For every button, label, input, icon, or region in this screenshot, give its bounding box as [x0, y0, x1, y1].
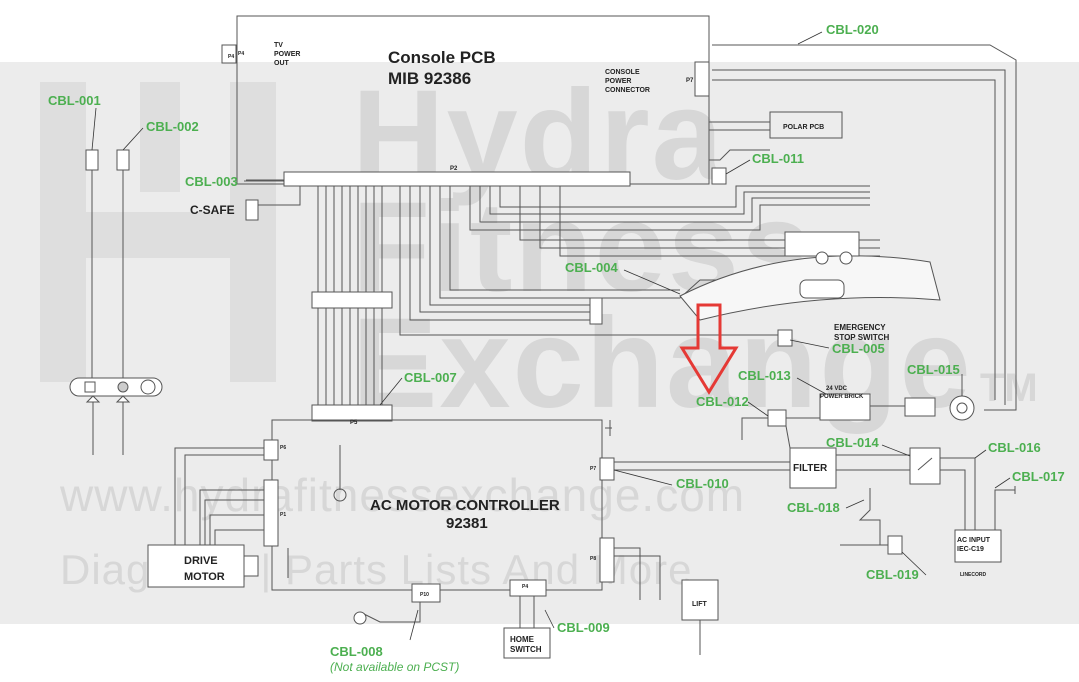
- cbl-001-label: CBL-001: [48, 93, 101, 108]
- svg-text:P7: P7: [686, 78, 694, 84]
- svg-text:P7: P7: [590, 466, 596, 472]
- svg-text:MOTOR: MOTOR: [184, 571, 225, 583]
- p5-upper-connector: [311, 404, 393, 422]
- cbl-001-connector: [85, 149, 99, 171]
- svg-text:P8: P8: [590, 556, 596, 562]
- home-switch: [503, 627, 551, 659]
- cbl-020-label: CBL-020: [826, 22, 879, 37]
- cbl-017-label: CBL-017: [1012, 469, 1065, 484]
- polar-pcb: [769, 111, 843, 139]
- p2-label: P2: [450, 166, 458, 172]
- svg-text:POWER BRICK: POWER BRICK: [820, 394, 864, 400]
- p4-tv-connector: [221, 44, 237, 64]
- cbl-018-label: CBL-018: [787, 500, 840, 515]
- filter-label: FILTER: [793, 463, 828, 474]
- svg-text:EMERGENCY: EMERGENCY: [834, 323, 886, 332]
- svg-text:P1: P1: [280, 512, 286, 518]
- svg-text:P4: P4: [228, 54, 234, 60]
- svg-text:AC INPUT: AC INPUT: [957, 537, 991, 544]
- watermark-logo-icon: [40, 82, 276, 382]
- svg-text:HOME: HOME: [510, 635, 535, 644]
- filter-box: [789, 447, 837, 489]
- cbl-019-label: CBL-019: [866, 567, 919, 582]
- cbl-004-harness: [399, 185, 880, 336]
- cbl-004-label: CBL-004: [565, 260, 619, 275]
- watermark-url: www.hydrafitnessexchange.com: [60, 469, 746, 521]
- lift-motor: [681, 579, 719, 621]
- svg-text:TV: TV: [274, 42, 283, 49]
- console-pcb-board: [236, 15, 710, 185]
- cbl-008-note: (Not available on PCST): [330, 660, 460, 674]
- cbl-008-label: CBL-008: [330, 644, 383, 659]
- svg-text:CONSOLE: CONSOLE: [605, 69, 640, 76]
- svg-text:POWER: POWER: [605, 78, 631, 85]
- cbl-016-label: CBL-016: [988, 440, 1041, 455]
- cbl-015-label: CBL-015: [907, 362, 960, 377]
- cbl-009-label: CBL-009: [557, 620, 610, 635]
- c-safe-label: C-SAFE: [190, 203, 235, 217]
- svg-text:P10: P10: [420, 592, 429, 598]
- svg-text:IEC-C19: IEC-C19: [957, 546, 984, 553]
- svg-text:P5: P5: [350, 420, 358, 426]
- console-pcb-title: Console PCB: [388, 48, 496, 67]
- console-pcb-subtitle: MIB 92386: [388, 69, 471, 88]
- svg-text:24 VDC: 24 VDC: [826, 386, 848, 392]
- svg-text:P4: P4: [522, 584, 528, 590]
- cbl-014-label: CBL-014: [826, 435, 880, 450]
- cbl-013-label: CBL-013: [738, 368, 791, 383]
- svg-text:OUT: OUT: [274, 60, 290, 67]
- drive-motor: [147, 544, 245, 588]
- ac-motor-controller-title: AC MOTOR CONTROLLER: [370, 497, 560, 514]
- cbl-011-label: CBL-011: [752, 151, 804, 166]
- lift-label: LIFT: [692, 601, 707, 608]
- svg-text:STOP SWITCH: STOP SWITCH: [834, 333, 889, 342]
- polar-pcb-label: POLAR PCB: [783, 124, 824, 131]
- svg-text:POWER: POWER: [274, 51, 300, 58]
- mid-connector: [311, 291, 393, 309]
- on-off-switch: [909, 447, 941, 485]
- p2-connector: [283, 171, 631, 187]
- 24vdc-power-brick: [819, 393, 871, 421]
- svg-text:SWITCH: SWITCH: [510, 645, 542, 654]
- cbl-020-wire: [712, 44, 1017, 411]
- cbl-010-label: CBL-010: [676, 476, 729, 491]
- console-power-wire-1: [712, 69, 1006, 405]
- linecord-label: LINECORD: [960, 572, 987, 578]
- emergency-stop-switch: [799, 279, 845, 299]
- svg-text:P6: P6: [280, 445, 286, 451]
- watermark-tm: TM: [980, 366, 1038, 410]
- svg-text:DRIVE: DRIVE: [184, 555, 218, 567]
- svg-text:P4: P4: [238, 51, 244, 57]
- cbl-012-label: CBL-012: [696, 394, 749, 409]
- console-power-wire-2: [712, 79, 996, 400]
- ac-motor-controller-subtitle: 92381: [446, 515, 488, 532]
- cbl-002-label: CBL-002: [146, 119, 199, 134]
- cbl-003-label: CBL-003: [185, 174, 238, 189]
- cbl-005-label: CBL-005: [832, 341, 885, 356]
- cbl-007-label: CBL-007: [404, 370, 457, 385]
- cbl-002-connector: [116, 149, 130, 171]
- ac-input-iec-c19: [954, 529, 1002, 563]
- svg-text:CONNECTOR: CONNECTOR: [605, 87, 650, 94]
- p7-console-power-connector: [694, 61, 710, 97]
- highlight-arrow-icon: [679, 303, 739, 395]
